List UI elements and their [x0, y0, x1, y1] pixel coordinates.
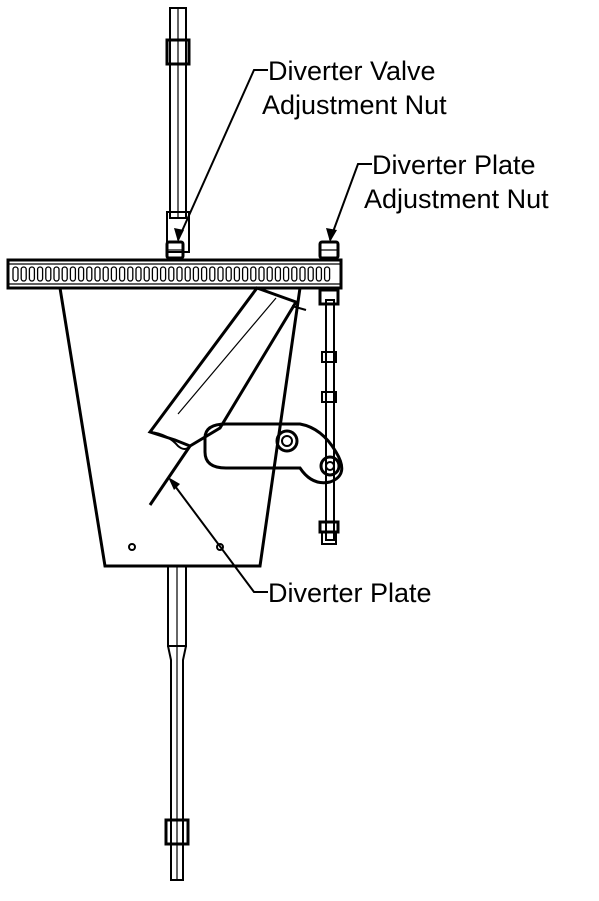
- bar-slot: [250, 266, 257, 282]
- bar-slot: [291, 266, 298, 282]
- bar-slot: [61, 266, 68, 282]
- bar-slot: [36, 266, 44, 282]
- callout-diverter-plate: Diverter Plate: [268, 578, 432, 608]
- bar-slot: [94, 266, 101, 282]
- bar-slot: [86, 266, 93, 282]
- bar-slot: [77, 266, 85, 282]
- bar-slot: [168, 266, 175, 282]
- bar-slot: [20, 266, 27, 282]
- bar-slot: [45, 266, 52, 282]
- bar-slot: [274, 266, 282, 282]
- adjustment-rod: [318, 288, 340, 545]
- bar-slot: [200, 266, 208, 282]
- bolt-hole-left: [128, 543, 136, 551]
- rod-bottom-nut-2: [321, 531, 337, 545]
- pivot-bolt: [275, 429, 299, 453]
- hopper-body: [58, 286, 302, 568]
- bar-slot: [69, 266, 77, 282]
- bar-slot: [110, 266, 118, 282]
- leader-plate-nut: [326, 163, 372, 242]
- rod-bottom-nut-1: [318, 520, 340, 534]
- bar-slot: [176, 266, 183, 282]
- bar-slot: [266, 266, 273, 282]
- bar-slot: [143, 266, 150, 282]
- bar-slot: [135, 266, 142, 282]
- upper-pipe: [165, 7, 191, 253]
- bolt-hole-right: [216, 543, 224, 551]
- bar-slot: [315, 266, 323, 282]
- bar-slot: [102, 266, 109, 282]
- bar-slot: [225, 266, 232, 282]
- slotted-bar: [6, 258, 343, 290]
- bar-slot: [192, 266, 200, 282]
- rod-top-nut: [318, 288, 340, 306]
- bar-slot: [233, 266, 241, 282]
- bar-slot: [12, 266, 19, 282]
- bar-slot: [209, 266, 216, 282]
- bar-slot: [217, 266, 224, 282]
- bar-slot: [118, 266, 126, 282]
- plate-adjustment-nut: [318, 240, 340, 260]
- bar-slot: [258, 266, 265, 282]
- bar-slot: [299, 266, 306, 282]
- bar-slot: [184, 266, 191, 282]
- leader-diverter-plate: [168, 477, 268, 593]
- bar-slot: [127, 266, 134, 282]
- bar-slot: [323, 266, 331, 282]
- bar-slot: [28, 266, 36, 282]
- callout-valve-nut-line1: Diverter Valve: [268, 56, 436, 86]
- link-pin: [319, 455, 341, 477]
- bar-slot: [151, 266, 159, 282]
- callout-plate-nut-line2: Adjustment Nut: [364, 184, 549, 214]
- bar-slot: [159, 266, 167, 282]
- callout-plate-nut-line1: Diverter Plate: [372, 150, 536, 180]
- bar-slot: [282, 266, 290, 282]
- callout-valve-nut-line2: Adjustment Nut: [262, 90, 447, 120]
- bar-slot: [241, 266, 249, 282]
- bar-slot: [307, 266, 314, 282]
- lower-pipe: [164, 565, 190, 881]
- bar-slots: [12, 266, 331, 282]
- rod-mid-nut-2: [321, 391, 337, 403]
- valve-adjustment-nut: [165, 240, 185, 260]
- diverter-plate-edge: [148, 445, 192, 506]
- bar-slot: [53, 266, 60, 282]
- rod-mid-nut-1: [321, 351, 337, 363]
- leader-valve-nut: [174, 69, 268, 242]
